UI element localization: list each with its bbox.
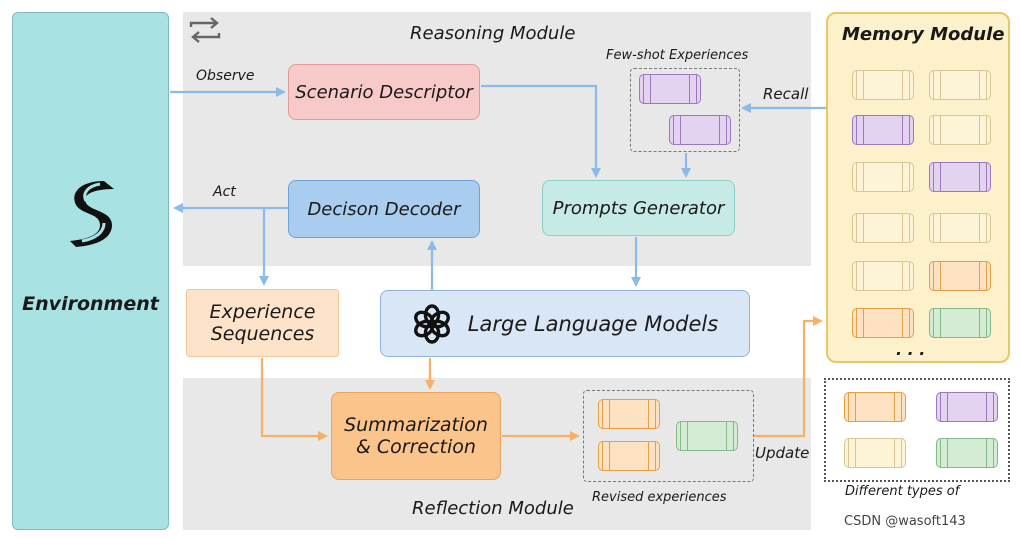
scenario-descriptor-box: Scenario Descriptor (288, 64, 480, 120)
memory-card (929, 308, 991, 338)
summarization-line1: Summarization (344, 414, 488, 436)
types-legend-box (824, 378, 1010, 482)
environment-box: Environment (12, 12, 169, 530)
decision-decoder-label: Decison Decoder (307, 198, 461, 220)
memory-card (852, 261, 914, 291)
llm-label: Large Language Models (467, 311, 719, 336)
legend-card (936, 392, 998, 422)
memory-card (852, 162, 914, 192)
experience-sequences-line1: Experience (209, 301, 316, 323)
summarization-line2: & Correction (356, 436, 476, 458)
scenario-to-prompts-arrow (481, 84, 601, 178)
llm-box: Large Language Models (380, 290, 750, 357)
reasoning-module-title: Reasoning Module (410, 23, 576, 44)
legend-card (844, 392, 906, 422)
scenario-descriptor-label: Scenario Descriptor (295, 81, 473, 103)
few-shot-label: Few-shot Experiences (606, 48, 749, 63)
reflection-module-title: Reflection Module (412, 498, 574, 519)
memory-card (852, 70, 914, 100)
experience-sequences-box: Experience Sequences (186, 289, 339, 357)
legend-card (844, 438, 906, 468)
memory-card (852, 115, 914, 145)
few-shot-card (639, 74, 701, 104)
revised-card (598, 399, 660, 429)
memory-card (929, 213, 991, 243)
memory-card (929, 115, 991, 145)
observe-label: Observe (196, 68, 255, 84)
act-label: Act (213, 184, 236, 200)
memory-ellipsis: . . . (896, 340, 926, 359)
memory-card (929, 70, 991, 100)
memory-card (852, 213, 914, 243)
revised-experiences-label: Revised experiences (592, 490, 727, 505)
summarization-box: Summarization & Correction (331, 392, 501, 480)
openai-icon (413, 303, 450, 344)
update-arrow (754, 316, 823, 438)
memory-card (852, 308, 914, 338)
watermark: CSDN @wasoft143 (842, 514, 968, 529)
revised-card (598, 441, 660, 471)
update-label: Update (755, 444, 810, 462)
revised-card (676, 421, 738, 451)
prompts-generator-box: Prompts Generator (542, 180, 735, 236)
refresh-icon (189, 17, 221, 43)
revised-experiences-box (583, 390, 754, 482)
few-shot-card (669, 115, 731, 145)
environment-label: Environment (22, 293, 159, 315)
prompts-generator-label: Prompts Generator (552, 197, 725, 219)
memory-card (929, 261, 991, 291)
experience-to-summary-arrow (260, 358, 328, 441)
experience-sequences-line2: Sequences (210, 323, 315, 345)
decision-decoder-box: Decison Decoder (288, 180, 480, 238)
different-types-label: Different types of (845, 484, 960, 499)
road-icon (69, 181, 114, 247)
memory-card (929, 162, 991, 192)
recall-label: Recall (763, 85, 809, 103)
memory-module-title: Memory Module (842, 24, 1005, 45)
memory-module-panel: Memory Module . . . (826, 12, 1010, 363)
few-shot-box (630, 68, 740, 152)
legend-card (936, 438, 998, 468)
